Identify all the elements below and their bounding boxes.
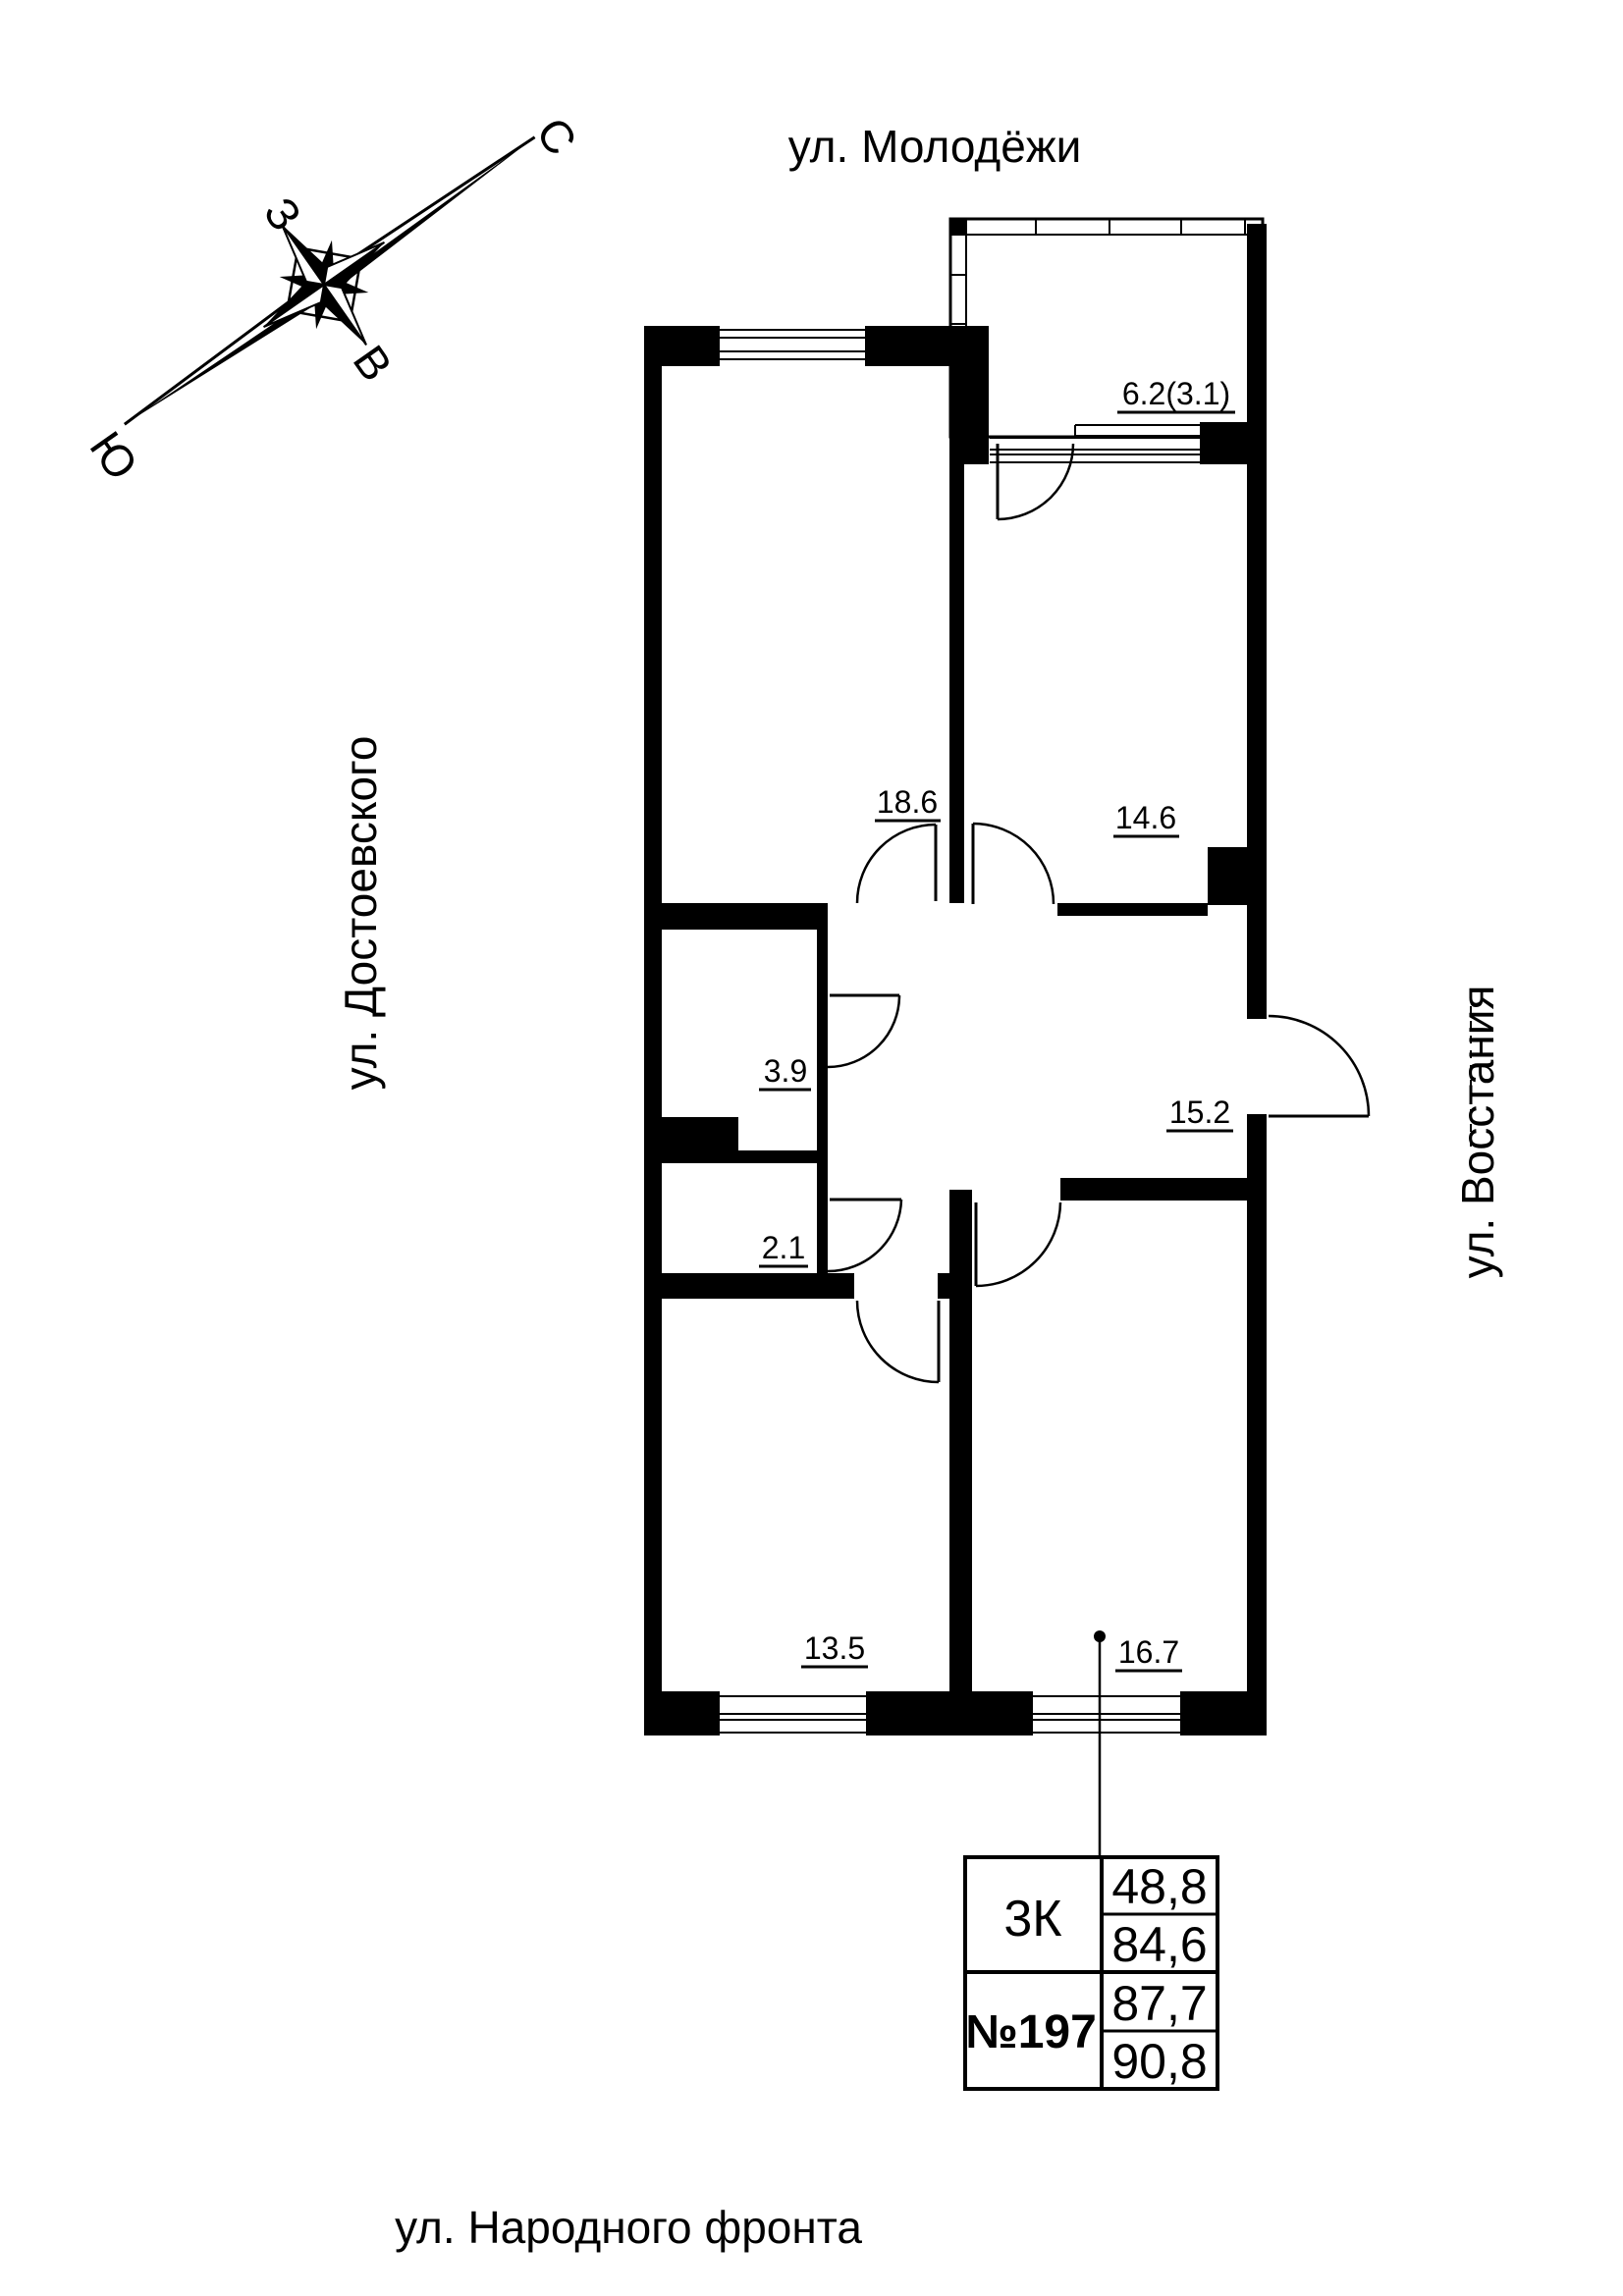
street-label-bottom: ул. Народного фронта bbox=[395, 2202, 862, 2253]
window-living-room bbox=[713, 326, 872, 366]
room-label-bedroom-1: 13.5 bbox=[804, 1630, 865, 1666]
door-balcony bbox=[996, 443, 1075, 521]
door-living-room bbox=[855, 823, 938, 904]
street-label-left: ул. Достоевского bbox=[335, 736, 386, 1091]
balcony-glazing bbox=[948, 217, 1265, 439]
wall-hall-top bbox=[1057, 903, 1208, 916]
room-label-bathroom: 3.9 bbox=[764, 1053, 807, 1089]
wall-top-right bbox=[866, 326, 989, 366]
wall-bottom-1 bbox=[644, 1691, 720, 1735]
wall-left bbox=[644, 326, 662, 1735]
wall-balcony-corner-left bbox=[950, 219, 966, 235]
wall-bath-toilet-divider bbox=[662, 1150, 817, 1163]
leader-line bbox=[1094, 1630, 1106, 1857]
apartment-type-label: 3К bbox=[1003, 1891, 1061, 1948]
door-bedroom-2 bbox=[974, 1201, 1062, 1288]
walls bbox=[644, 219, 1267, 1735]
wall-bottom-2 bbox=[866, 1691, 1033, 1735]
doors bbox=[827, 443, 1472, 1384]
window-bedroom-2 bbox=[1028, 1695, 1185, 1734]
room-label-balcony: 6.2(3.1) bbox=[1122, 376, 1230, 411]
info-table: 3К №197 48,8 84,6 87,7 90,8 bbox=[963, 1855, 1219, 2091]
wall-kitchen-corner bbox=[949, 366, 989, 464]
room-label-toilet: 2.1 bbox=[762, 1230, 805, 1265]
room-label-hallway: 15.2 bbox=[1169, 1095, 1230, 1130]
wall-shaft-block bbox=[662, 1117, 738, 1150]
street-labels: ул. Молодёжи ул. Достоевского ул. Восста… bbox=[335, 121, 1503, 2253]
room-label-kitchen: 14.6 bbox=[1115, 800, 1176, 835]
window-bedroom-1 bbox=[715, 1695, 871, 1734]
apartment-number-label: №197 bbox=[965, 2006, 1097, 2058]
room-label-bedroom-2: 16.7 bbox=[1118, 1634, 1179, 1670]
area-value-2: 84,6 bbox=[1111, 1917, 1207, 1972]
wall-bedrooms-divider bbox=[949, 1190, 972, 1691]
wall-living-kitchen-divider bbox=[949, 464, 964, 903]
door-kitchen bbox=[971, 822, 1055, 905]
wall-step-block bbox=[1208, 847, 1267, 905]
room-label-living-room: 18.6 bbox=[877, 784, 938, 820]
wall-living-bottom bbox=[662, 903, 828, 930]
wall-top-left bbox=[644, 326, 719, 366]
room-labels: 6.2(3.1) 18.6 14.6 3.9 15.2 2.1 13.5 16.… bbox=[759, 376, 1235, 1673]
door-bathroom bbox=[827, 993, 901, 1069]
door-bedroom-1 bbox=[855, 1300, 941, 1384]
wall-right-lower bbox=[1247, 1114, 1267, 1735]
wall-bedroom2-top bbox=[1060, 1178, 1247, 1201]
door-toilet bbox=[827, 1198, 903, 1273]
area-value-3: 87,7 bbox=[1111, 1976, 1207, 2031]
wall-corridor-left bbox=[817, 903, 828, 1273]
living-area-value: 48,8 bbox=[1111, 1859, 1207, 1914]
street-label-right: ул. Восстания bbox=[1452, 986, 1503, 1279]
wall-bottom-3 bbox=[1180, 1691, 1267, 1735]
door-entrance bbox=[1268, 1014, 1371, 1118]
street-label-top: ул. Молодёжи bbox=[788, 121, 1082, 172]
total-area-value: 90,8 bbox=[1111, 2034, 1207, 2089]
compass-main-points bbox=[262, 223, 386, 347]
wall-kitchen-sill-right bbox=[1200, 422, 1247, 464]
wall-toilet-bottom bbox=[662, 1273, 854, 1299]
